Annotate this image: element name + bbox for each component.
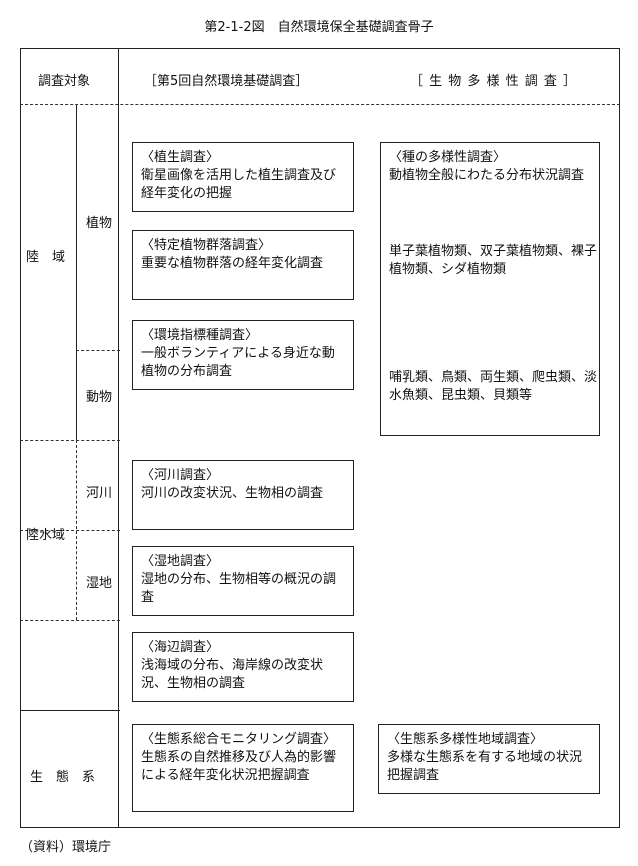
box-body: 河川の改変状況、生物相の調査 — [141, 486, 324, 501]
box-body: 重要な植物群落の経年変化調査 — [141, 256, 324, 271]
header-biodiversity: ［ 生 物 多 様 性 調 査 ］ — [410, 74, 578, 89]
figure-title: 第2-1-2図 自然環境保全基礎調査骨子 — [204, 20, 434, 35]
coast-ecosystem-separator — [20, 710, 120, 711]
box-body: 動植物全般にわたる分布状況調査 — [389, 168, 585, 183]
box-title: 〈海辺調査〉 — [141, 640, 220, 655]
source-note: （資料）環境庁 — [20, 840, 112, 855]
box-indicator-species-survey: 〈環境指標種調査〉 一般ボランティアによる身近な動植物の分布調査 — [132, 320, 354, 390]
label-ecosystem: 生 態 系 — [30, 770, 96, 785]
label-plants: 植物 — [86, 216, 113, 231]
box-river-survey: 〈河川調査〉 河川の改変状況、生物相の調査 — [132, 460, 354, 530]
label-river: 河川 — [86, 486, 113, 501]
box-vegetation-survey: 〈植生調査〉 衛星画像を活用した植生調査及び経年変化の把握 — [132, 142, 354, 212]
box-plant-community-survey: 〈特定植物群落調査〉 重要な植物群落の経年変化調査 — [132, 230, 354, 300]
box-coast-survey: 〈海辺調査〉 浅海域の分布、海岸線の改変状況、生物相の調査 — [132, 632, 354, 702]
box-body: 浅海域の分布、海岸線の改変状況、生物相の調査 — [141, 658, 324, 691]
box-ecosystem-diversity-survey: 〈生態系多様性地域調査〉 多様な生態系を有する地域の状況把握調査 — [378, 724, 600, 794]
box-species-diversity-survey: 〈種の多様性調査〉 動植物全般にわたる分布状況調査 単子葉植物類、双子葉植物類、… — [380, 142, 600, 436]
header-target: 調査対象 — [38, 74, 91, 89]
label-land: 陸 域 — [26, 250, 66, 265]
water-coast-separator — [20, 620, 120, 621]
land-subdivider — [76, 105, 77, 440]
box-title: 〈生態系総合モニタリング調査〉 — [141, 732, 337, 747]
header-separator — [20, 104, 620, 105]
box-title: 〈特定植物群落調査〉 — [141, 238, 272, 253]
box-title: 〈湿地調査〉 — [141, 554, 220, 569]
box-wetland-survey: 〈湿地調査〉 湿地の分布、生物相等の概況の調査 — [132, 546, 354, 616]
header-survey5: ［第5回自然環境基礎調査］ — [144, 74, 309, 89]
box-title: 〈環境指標種調査〉 — [141, 328, 259, 343]
box-body: 湿地の分布、生物相等の概況の調査 — [141, 572, 337, 605]
box-title: 〈種の多様性調査〉 — [389, 150, 507, 165]
animals-taxa-list: 哺乳類、鳥類、両生類、爬虫類、淡水魚類、昆虫類、貝類等 — [389, 370, 598, 403]
label-wetland: 湿地 — [86, 576, 113, 591]
box-body: 生態系の自然推移及び人為的影響による経年変化状況把握調査 — [141, 750, 337, 783]
box-body: 一般ボランティアによる身近な動植物の分布調査 — [141, 346, 335, 379]
box-body: 衛星画像を活用した植生調査及び経年変化の把握 — [141, 168, 337, 201]
river-wetland-separator — [20, 530, 120, 531]
box-body: 多様な生態系を有する地域の状況把握調査 — [387, 750, 583, 783]
land-water-separator — [20, 440, 120, 441]
diagram-frame — [20, 48, 620, 828]
box-ecosystem-monitoring: 〈生態系総合モニタリング調査〉 生態系の自然推移及び人為的影響による経年変化状況… — [132, 724, 354, 812]
box-title: 〈河川調査〉 — [141, 468, 220, 483]
box-title: 〈生態系多様性地域調査〉 — [387, 732, 544, 747]
plants-taxa-list: 単子葉植物類、双子葉植物類、裸子植物類、シダ植物類 — [389, 244, 598, 277]
plants-animals-separator — [76, 350, 120, 351]
box-title: 〈植生調査〉 — [141, 150, 220, 165]
label-animals: 動物 — [86, 390, 113, 405]
label-inland-water: 陸水域 — [26, 528, 66, 543]
column-divider — [118, 48, 119, 828]
